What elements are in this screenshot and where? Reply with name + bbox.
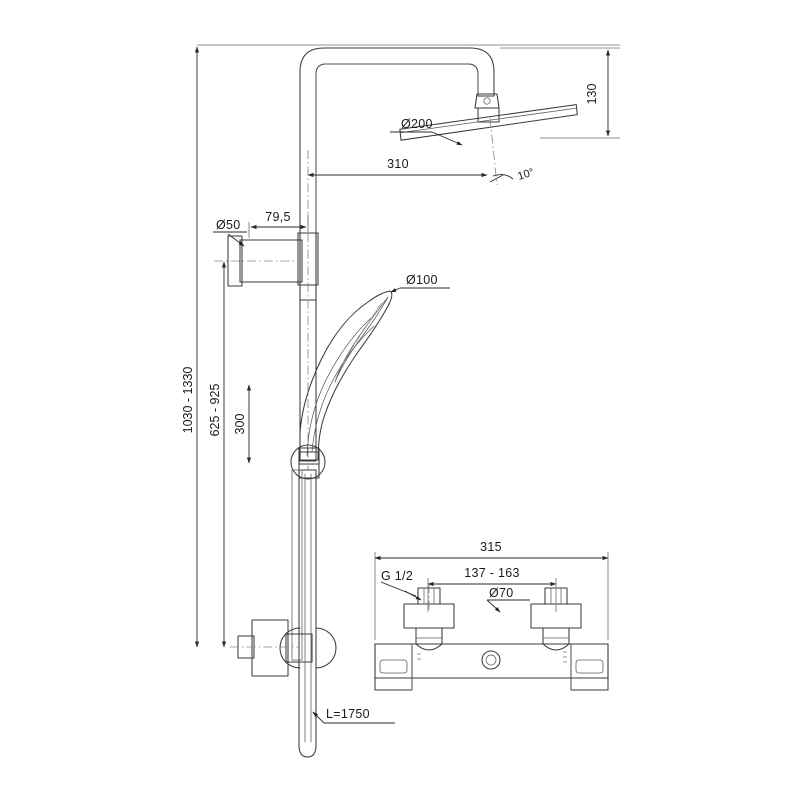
total-height-label: 1030 - 1330 (181, 367, 195, 434)
hose-length-dimension: L=1750 (312, 707, 395, 724)
bracket-offset-label: 79,5 (265, 210, 291, 224)
tilt-angle-annotation: 10° (489, 117, 536, 186)
bracket-offset-dimension: 79,5 (248, 210, 309, 238)
bracket-height-dimension: 625 - 925 (208, 261, 227, 648)
overhead-rain-shower-head (399, 104, 578, 141)
head-height-label: 130 (585, 84, 599, 105)
inlet-centers-label: 137 - 163 (464, 566, 520, 580)
hose-outlet-port (481, 650, 501, 670)
slide-holder (290, 444, 326, 480)
handshower-diameter-label: Ø100 (406, 273, 438, 287)
head-diameter-label: Ø200 (401, 117, 433, 131)
handshower-diameter-dimension: Ø100 (390, 273, 450, 293)
slide-travel-dimension: 300 (233, 384, 252, 464)
riser-rail (299, 150, 317, 470)
shower-hose (298, 469, 317, 758)
bracket-height-label: 625 - 925 (208, 384, 222, 437)
handshower (298, 290, 393, 465)
slide-travel-label: 300 (233, 414, 247, 435)
inlet-cover-label: Ø70 (489, 586, 514, 600)
mixer-width-label: 315 (480, 540, 502, 554)
riser-rail-lower (291, 469, 303, 661)
shower-arm (299, 47, 495, 301)
mixer-width-dimension: 315 (374, 540, 609, 640)
hose-length-label: L=1750 (326, 707, 370, 721)
wall-bracket (214, 232, 319, 287)
inlet-thread-label: G 1/2 (381, 569, 413, 583)
arm-reach-label: 310 (387, 157, 409, 171)
inlet-cover-dimension: Ø70 (486, 586, 530, 613)
total-height-dimension: 1030 - 1330 (181, 46, 200, 648)
tilt-angle-label: 10° (516, 166, 536, 183)
head-height-dimension: 130 (500, 47, 620, 139)
bracket-diameter-dimension: Ø50 (213, 218, 247, 247)
bracket-diameter-label: Ø50 (216, 218, 241, 232)
head-diameter-dimension: Ø200 (390, 117, 463, 146)
inlet-thread-dimension: G 1/2 (380, 569, 422, 601)
arm-reach-dimension: 310 (307, 157, 488, 178)
thermostatic-mixer-body (374, 643, 609, 691)
lower-wall-bracket (230, 619, 337, 677)
